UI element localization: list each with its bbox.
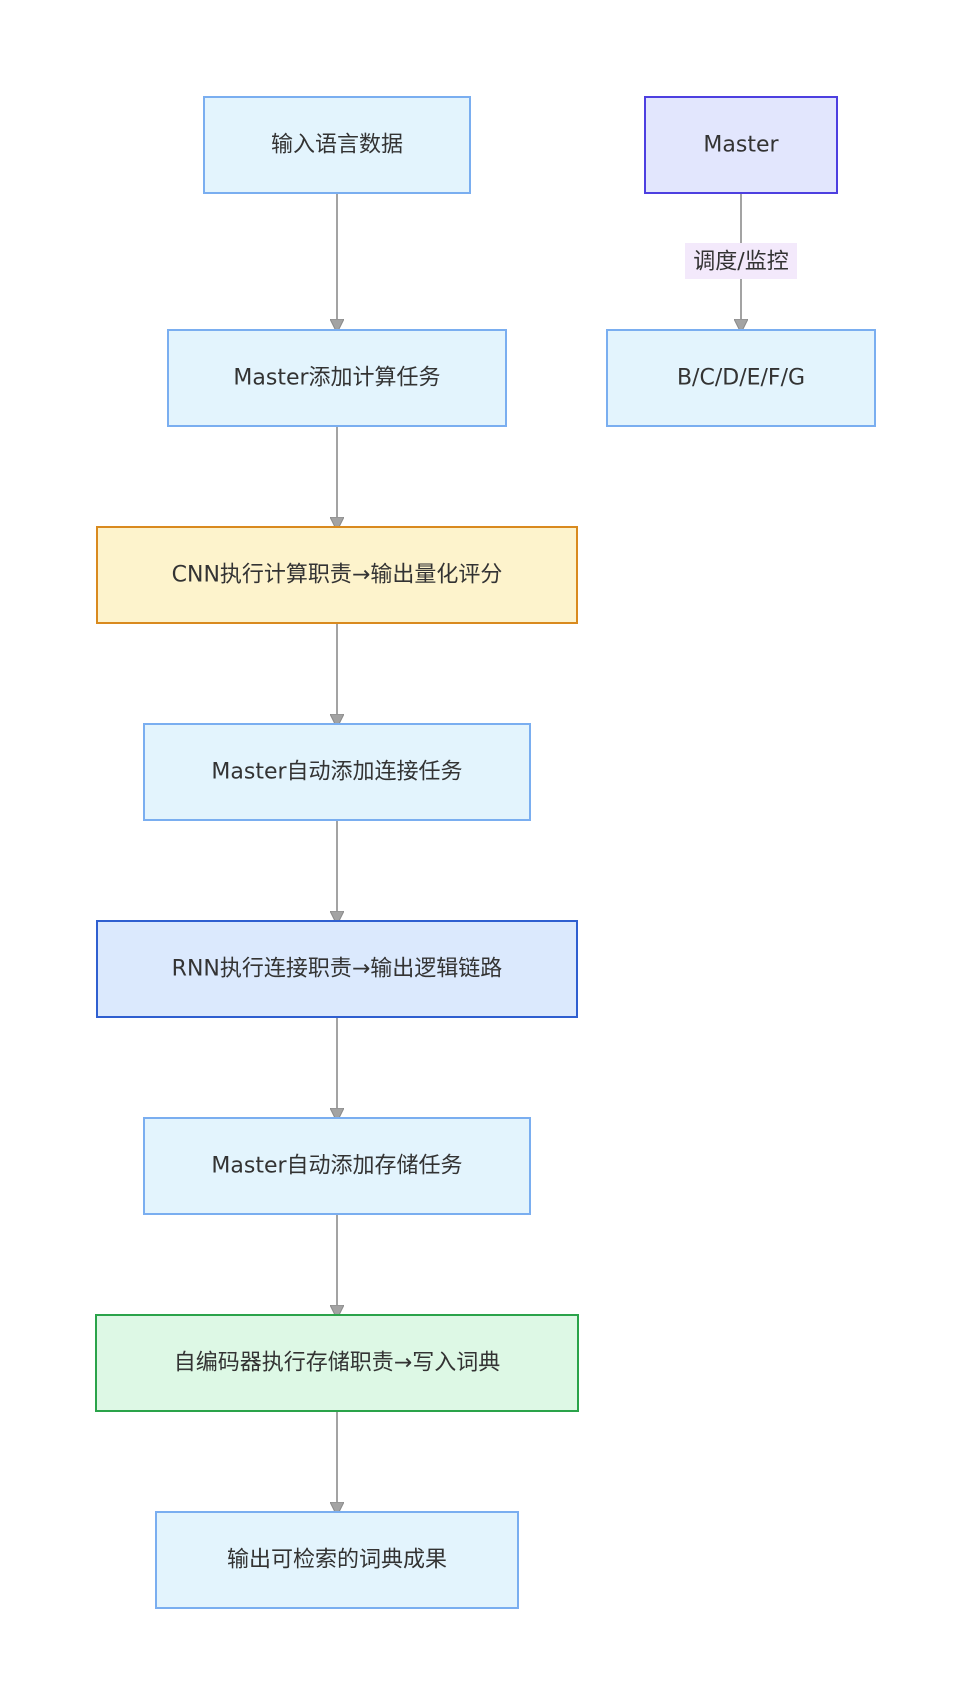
- node-label: Master: [703, 133, 779, 158]
- node-input-data[interactable]: 输入语言数据: [203, 96, 471, 194]
- node-box: [96, 920, 578, 1018]
- node-label: 自编码器执行存储职责→写入词典: [174, 1351, 500, 1376]
- node-add-storage-task[interactable]: Master自动添加存储任务: [143, 1117, 531, 1215]
- edge-label-background: [685, 243, 797, 279]
- node-label: Master自动添加连接任务: [211, 760, 462, 785]
- node-label: 输入语言数据: [271, 133, 403, 158]
- node-box: [96, 526, 578, 624]
- node-add-connect-task[interactable]: Master自动添加连接任务: [143, 723, 531, 821]
- node-cnn[interactable]: CNN执行计算职责→输出量化评分: [96, 526, 578, 624]
- edges: 调度/监控: [337, 193, 797, 1509]
- node-box: [155, 1511, 519, 1609]
- node-label: B/C/D/E/F/G: [677, 366, 805, 391]
- edge-label-dispatch: 调度/监控: [693, 250, 788, 275]
- node-add-compute-task[interactable]: Master添加计算任务: [167, 329, 507, 427]
- node-box: [203, 96, 471, 194]
- node-box: [167, 329, 507, 427]
- node-label: CNN执行计算职责→输出量化评分: [172, 563, 503, 588]
- node-output[interactable]: 输出可检索的词典成果: [155, 1511, 519, 1609]
- node-label: RNN执行连接职责→输出逻辑链路: [172, 957, 503, 982]
- node-box: [644, 96, 838, 194]
- node-master[interactable]: Master: [644, 96, 838, 194]
- node-box: [95, 1314, 579, 1412]
- node-box: [606, 329, 876, 427]
- node-box: [143, 723, 531, 821]
- node-box: [143, 1117, 531, 1215]
- node-autoencoder[interactable]: 自编码器执行存储职责→写入词典: [95, 1314, 579, 1412]
- node-label: Master自动添加存储任务: [211, 1154, 462, 1179]
- node-workers[interactable]: B/C/D/E/F/G: [606, 329, 876, 427]
- node-label: 输出可检索的词典成果: [227, 1548, 447, 1573]
- node-rnn[interactable]: RNN执行连接职责→输出逻辑链路: [96, 920, 578, 1018]
- node-label: Master添加计算任务: [233, 366, 440, 391]
